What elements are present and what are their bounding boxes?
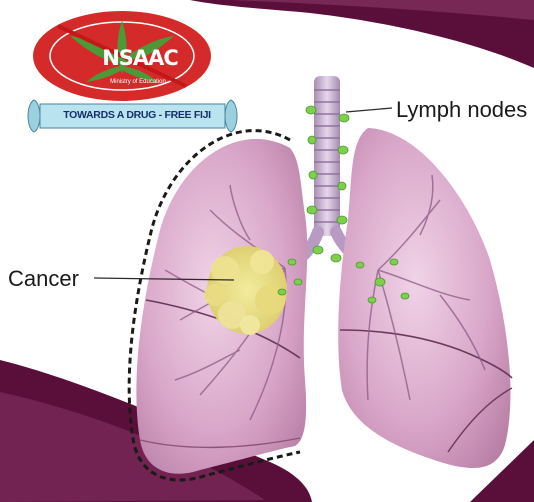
label-lymph-nodes: Lymph nodes <box>396 97 527 123</box>
logo-banner-text: TOWARDS A DRUG - FREE FIJI <box>52 109 222 121</box>
trachea <box>314 76 340 236</box>
label-cancer: Cancer <box>8 266 79 292</box>
lymph-nodes-leader <box>346 108 392 112</box>
right-lung <box>338 128 510 468</box>
logo-ministry-text: Ministry of Education <box>88 79 188 85</box>
logo-title: NSAAC <box>80 46 200 70</box>
